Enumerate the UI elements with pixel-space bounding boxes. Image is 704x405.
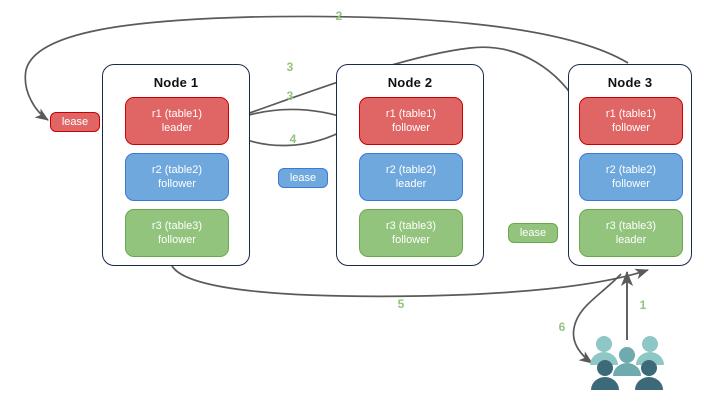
replica-name: r2 (table2)	[605, 164, 657, 176]
replica-name: r1 (table1)	[385, 108, 437, 120]
lease-badge-r2[interactable]: lease	[278, 168, 328, 188]
replica-name: r2 (table2)	[151, 164, 203, 176]
node-box-1[interactable]: Node 1 r1 (table1) leader r2 (table2) fo…	[102, 64, 250, 266]
step-label-3-lower: 3	[286, 89, 294, 103]
node-2-replica-r2[interactable]: r2 (table2) leader	[359, 153, 463, 201]
replica-role: follower	[612, 122, 650, 134]
arrow-step-5	[171, 265, 649, 298]
step-label-1: 1	[639, 298, 647, 312]
replica-name: r3 (table3)	[605, 220, 657, 232]
node-3-replica-r3[interactable]: r3 (table3) leader	[579, 209, 683, 257]
replica-role: leader	[395, 178, 427, 190]
replica-name: r3 (table3)	[151, 220, 203, 232]
step-label-4: 4	[289, 132, 297, 146]
step-label-2: 2	[335, 9, 343, 23]
node-2-replica-r3[interactable]: r3 (table3) follower	[359, 209, 463, 257]
replica-name: r1 (table1)	[605, 108, 657, 120]
users-icon	[590, 336, 664, 390]
node-3-replica-r2[interactable]: r2 (table2) follower	[579, 153, 683, 201]
lease-badge-r1[interactable]: lease	[50, 112, 100, 132]
replica-name: r3 (table3)	[385, 220, 437, 232]
lease-badge-r3[interactable]: lease	[508, 223, 558, 243]
node-2-replica-r1[interactable]: r1 (table1) follower	[359, 97, 463, 145]
step-label-6: 6	[558, 320, 566, 334]
node-box-3[interactable]: Node 3 r1 (table1) follower r2 (table2) …	[568, 64, 692, 266]
step-label-5: 5	[397, 297, 405, 311]
node-box-2[interactable]: Node 2 r1 (table1) follower r2 (table2) …	[336, 64, 484, 266]
replica-role: follower	[612, 178, 650, 190]
replica-role: follower	[392, 122, 430, 134]
replica-role: leader	[161, 122, 193, 134]
node-1-title: Node 1	[153, 75, 199, 90]
replica-role: follower	[392, 234, 430, 246]
step-label-3-upper: 3	[286, 60, 294, 74]
node-3-title: Node 3	[607, 75, 653, 90]
replica-role: follower	[158, 178, 196, 190]
node-1-replica-r1[interactable]: r1 (table1) leader	[125, 97, 229, 145]
node-3-replica-r1[interactable]: r1 (table1) follower	[579, 97, 683, 145]
replica-role: follower	[158, 234, 196, 246]
node-2-title: Node 2	[387, 75, 433, 90]
node-1-replica-r3[interactable]: r3 (table3) follower	[125, 209, 229, 257]
replica-role: leader	[615, 234, 647, 246]
replica-name: r1 (table1)	[151, 108, 203, 120]
node-1-replica-r2[interactable]: r2 (table2) follower	[125, 153, 229, 201]
replica-name: r2 (table2)	[385, 164, 437, 176]
